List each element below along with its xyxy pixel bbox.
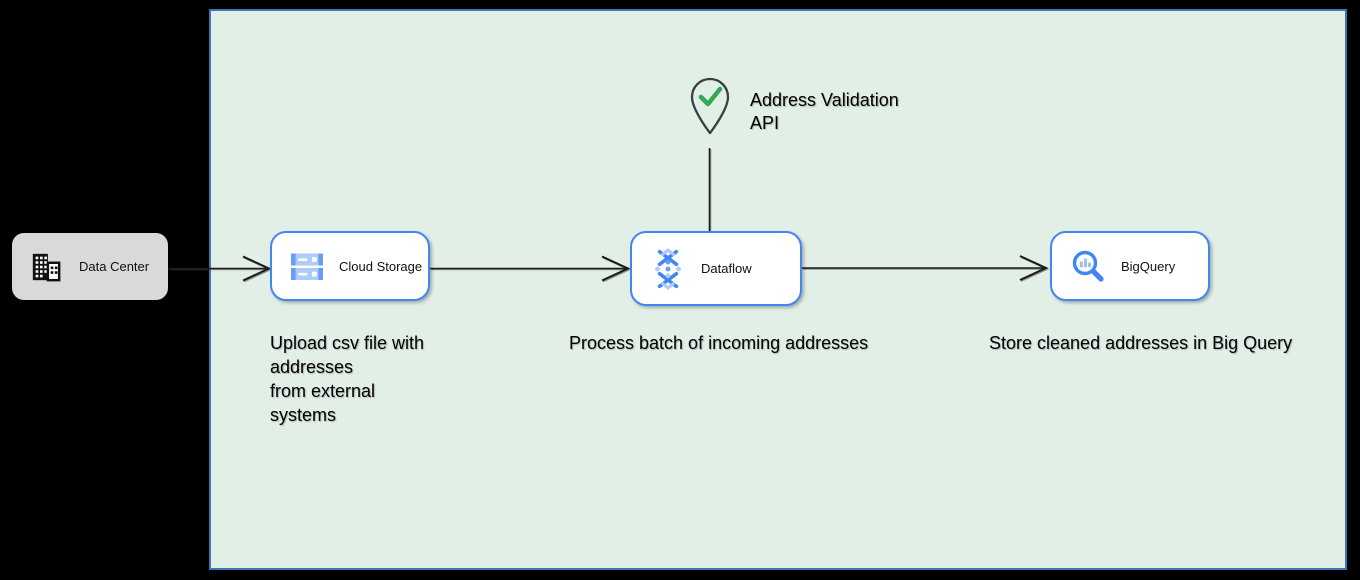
dataflow-icon <box>650 247 686 290</box>
node-dataflow[interactable]: Dataflow <box>630 231 802 306</box>
caption-dataflow: Process batch of incoming addresses <box>569 333 869 353</box>
data-center-icon <box>30 251 62 283</box>
node-label: Cloud Storage <box>339 258 423 274</box>
caption-cloud-storage: Upload csv file with addresses from exte… <box>270 333 425 425</box>
address-validation-label: Address Validation API <box>750 90 899 133</box>
check-icon <box>698 86 723 107</box>
caption-bigquery: Store cleaned addresses in Big Query <box>989 333 1293 353</box>
node-cloud-storage[interactable]: Cloud Storage <box>270 231 430 301</box>
cloud-storage-icon <box>290 251 324 282</box>
node-label: BigQuery <box>1121 258 1176 274</box>
node-label: Dataflow <box>701 261 752 276</box>
node-bigquery[interactable]: BigQuery <box>1050 231 1210 301</box>
node-data-center[interactable]: Data Center <box>12 233 168 300</box>
address-validation-icon[interactable] <box>687 76 733 136</box>
node-label: Data Center <box>79 259 150 274</box>
bigquery-icon <box>1070 248 1106 284</box>
